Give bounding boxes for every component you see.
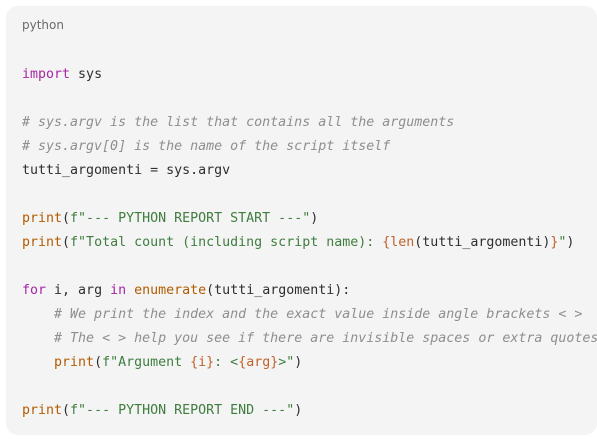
code-line: # sys.argv is the list that contains all… <box>22 111 597 135</box>
code-token-builtin: print <box>54 355 95 370</box>
code-token-plain <box>126 283 134 298</box>
code-token-plain: i, arg <box>46 283 111 298</box>
code-token-string: f"--- PYTHON REPORT START ---" <box>70 211 311 226</box>
code-token-interp: {arg} <box>238 355 279 370</box>
code-line: # sys.argv[0] is the name of the script … <box>22 135 597 159</box>
code-line: import sys <box>22 63 597 87</box>
language-label: python <box>22 18 64 32</box>
code-token-comment: # sys.argv is the list that contains all… <box>22 115 455 130</box>
code-token-interp: } <box>550 235 559 250</box>
code-token-plain <box>22 307 54 322</box>
code-token-plain: ( <box>62 403 71 418</box>
code-token-string: >" <box>278 355 295 370</box>
code-line <box>22 87 597 111</box>
code-token-keyword: in <box>110 283 127 298</box>
code-token-comment: # We print the index and the exact value… <box>54 307 583 322</box>
code-token-string: f"Total count (including script name): <box>70 235 383 250</box>
code-token-string: f"--- PYTHON REPORT END ---" <box>70 403 295 418</box>
code-line: for i, arg in enumerate(tutti_argomenti)… <box>22 279 597 303</box>
code-token-plain: (tutti_argomenti) <box>414 235 551 250</box>
code-token-string: " <box>558 235 567 250</box>
code-token-plain: ( <box>62 235 71 250</box>
code-token-plain <box>22 331 54 346</box>
code-token-keyword: for <box>22 283 47 298</box>
code-token-plain: tutti_argomenti = sys.argv <box>22 163 231 178</box>
code-line: print(f"Total count (including script na… <box>22 231 597 255</box>
code-token-plain: ) <box>310 211 319 226</box>
code-line: # We print the index and the exact value… <box>22 303 597 327</box>
code-token-builtin: enumerate <box>134 283 207 298</box>
code-line: print(f"Argument {i}: <{arg}>") <box>22 351 597 375</box>
code-line <box>22 375 597 399</box>
code-block-card: python import sys # sys.argv is the list… <box>6 6 597 435</box>
code-token-builtin: print <box>22 211 63 226</box>
code-line <box>22 255 597 279</box>
code-token-plain: sys <box>70 67 103 82</box>
code-token-plain: ( <box>94 355 103 370</box>
code-token-plain: ) <box>294 403 303 418</box>
code-token-comment: # sys.argv[0] is the name of the script … <box>22 139 391 154</box>
code-line <box>22 183 597 207</box>
code-token-string: f"Argument <box>102 355 191 370</box>
code-line: tutti_argomenti = sys.argv <box>22 159 597 183</box>
code-token-plain: ) <box>294 355 303 370</box>
code-line: print(f"--- PYTHON REPORT END ---") <box>22 399 597 423</box>
code-token-string: : < <box>214 355 239 370</box>
code-token-plain: ) <box>566 235 575 250</box>
code-token-builtin: print <box>22 235 63 250</box>
code-token-plain: (tutti_argomenti): <box>206 283 351 298</box>
code-block[interactable]: import sys # sys.argv is the list that c… <box>22 63 597 423</box>
code-token-interp: {len <box>382 235 415 250</box>
code-line: # The < > help you see if there are invi… <box>22 327 597 351</box>
code-token-keyword: import <box>22 67 71 82</box>
code-token-plain: ( <box>62 211 71 226</box>
code-token-interp: {i} <box>190 355 215 370</box>
code-line: print(f"--- PYTHON REPORT START ---") <box>22 207 597 231</box>
code-token-builtin: print <box>22 403 63 418</box>
code-token-plain <box>22 355 54 370</box>
code-token-comment: # The < > help you see if there are invi… <box>54 331 597 346</box>
